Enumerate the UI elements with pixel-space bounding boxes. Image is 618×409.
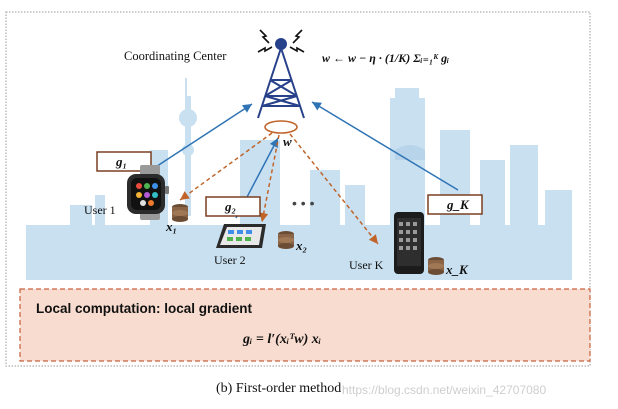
more-users-ellipsis: • • • — [292, 195, 315, 211]
local-computation-panel — [19, 288, 591, 362]
userk-label: User K — [349, 258, 384, 272]
gradient-gk-label: g_K — [446, 197, 470, 212]
downlink-arrow-user2 — [259, 134, 280, 223]
user2-data-label: x₂ — [295, 238, 307, 253]
aggregation-ring — [264, 120, 298, 134]
gradient-g2-label: g₂ — [224, 199, 236, 214]
database-icon — [278, 231, 294, 249]
update-rule-equation: w ← w − η · (1/K) Σᵢ₌₁ᴷ gᵢ — [322, 51, 449, 65]
user1-label: User 1 — [84, 203, 116, 217]
watermark-text: https://blog.csdn.net/weixin_42707080 — [342, 383, 546, 397]
downlink-arrow-userk — [289, 133, 379, 245]
smartwatch-icon — [127, 165, 169, 220]
figure-caption: (b) First-order method — [216, 381, 341, 396]
tower-icon — [257, 38, 305, 119]
gradient-box-gk — [427, 194, 483, 215]
signal-waves-icon — [257, 29, 305, 53]
user1-data-label: x₁ — [165, 219, 177, 234]
coordinating-center-label: Coordinating Center — [124, 49, 227, 63]
userk-data-label: x_K — [445, 262, 469, 277]
database-icon — [428, 257, 444, 275]
local-gradient-formula: gᵢ = l′(xᵢᵀw) xᵢ — [242, 332, 321, 347]
outer-frame — [5, 11, 591, 367]
user2-label: User 2 — [214, 253, 246, 267]
downlink-arrow-user1 — [179, 132, 273, 201]
smartphone-icon — [394, 212, 424, 274]
database-icon — [172, 204, 188, 222]
city-skyline — [26, 78, 572, 280]
gradient-g1-label: g₁ — [115, 154, 127, 169]
tablet-icon — [216, 224, 266, 248]
local-computation-title: Local computation: local gradient — [36, 301, 253, 316]
model-w-label: w — [283, 134, 292, 149]
uplink-arrow-userk — [311, 101, 459, 191]
gradient-box-g1 — [96, 151, 152, 172]
uplink-arrow-user1 — [147, 103, 253, 173]
gradient-box-g2 — [205, 196, 261, 217]
